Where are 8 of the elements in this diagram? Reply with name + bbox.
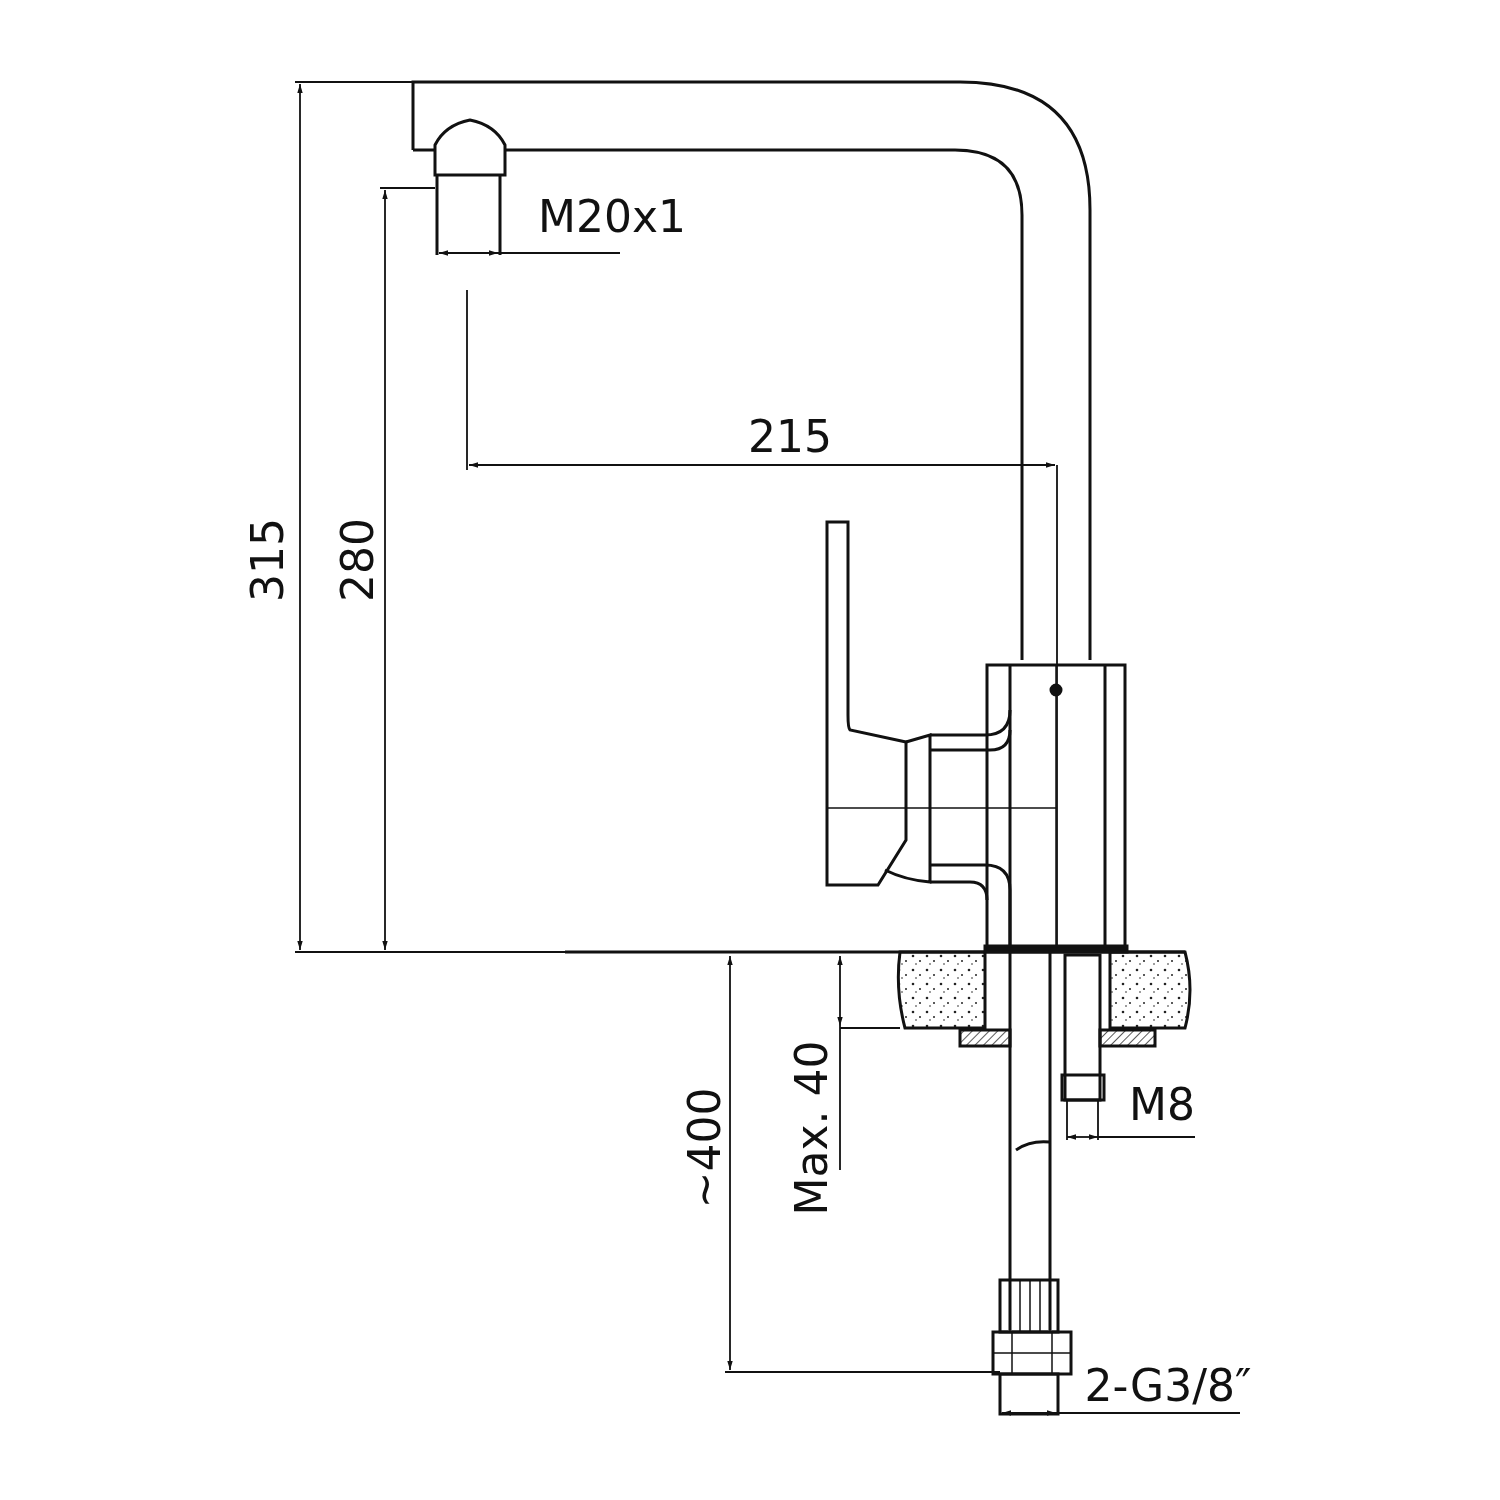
dimension-label: 215 xyxy=(748,415,832,459)
dimension-label: 2-G3/8″ xyxy=(1084,1364,1252,1408)
dimension-label: 315 xyxy=(246,518,290,602)
dimension-label: M20x1 xyxy=(538,195,686,239)
dimension-label: Max. 40 xyxy=(790,1040,834,1216)
dimension-label: ~400 xyxy=(683,1087,727,1209)
dimension-label: M8 xyxy=(1129,1083,1195,1127)
dimension-label: 280 xyxy=(336,518,380,602)
